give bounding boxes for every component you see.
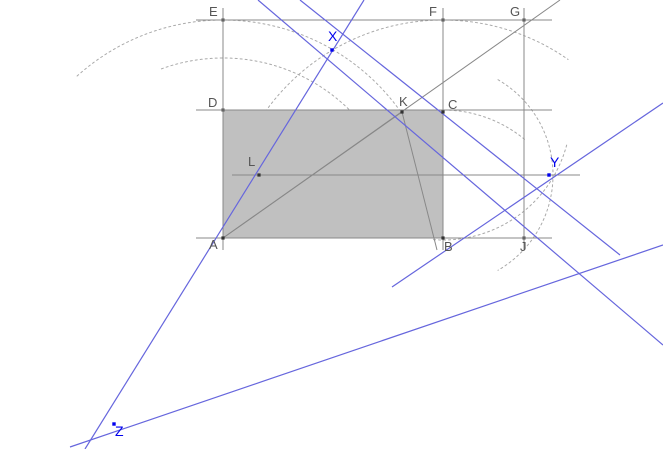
blue-line-B-to-upright[interactable] (391, 102, 663, 288)
label-Z: Z (115, 423, 124, 439)
label-E: E (209, 4, 218, 19)
point-C[interactable] (441, 110, 445, 114)
label-J: J (520, 239, 527, 254)
label-B: B (444, 239, 453, 254)
point-X[interactable] (330, 48, 334, 52)
blue-line-X-to-Y-down[interactable] (257, 0, 663, 346)
point-Y[interactable] (547, 173, 551, 177)
point-K[interactable] (400, 110, 404, 114)
line-K-to-J (401, 111, 438, 251)
point-E[interactable] (221, 18, 225, 22)
label-A: A (209, 237, 218, 252)
arc-center-A-through-E (76, 19, 442, 239)
point-L[interactable] (257, 173, 261, 177)
thin-construction-lines-group (196, 0, 580, 251)
label-L: L (248, 154, 255, 169)
point-G[interactable] (522, 18, 526, 22)
line-A-to-G (222, 0, 561, 239)
blue-line-Z-through-X[interactable] (84, 0, 365, 449)
label-Y: Y (550, 154, 560, 170)
arc-center-C-large (431, 144, 568, 241)
label-D: D (208, 95, 217, 110)
label-K: K (399, 94, 408, 109)
point-J[interactable] (522, 236, 526, 240)
label-C: C (448, 97, 457, 112)
label-G: G (510, 4, 520, 19)
point-A[interactable] (221, 236, 225, 240)
blue-line-Z-to-right[interactable] (69, 244, 663, 448)
point-labels-group: E F G X D K C L Y A B J Z (115, 4, 560, 439)
label-F: F (429, 4, 437, 19)
point-F[interactable] (441, 18, 445, 22)
label-X: X (328, 28, 338, 44)
point-D[interactable] (221, 108, 225, 112)
point-Z[interactable] (112, 422, 116, 426)
arc-center-B-through-F (224, 19, 569, 239)
blue-lines-group (69, 0, 663, 449)
point-B[interactable] (441, 236, 445, 240)
points-group[interactable] (112, 18, 551, 426)
blue-line-X-down-right[interactable] (299, 0, 621, 256)
